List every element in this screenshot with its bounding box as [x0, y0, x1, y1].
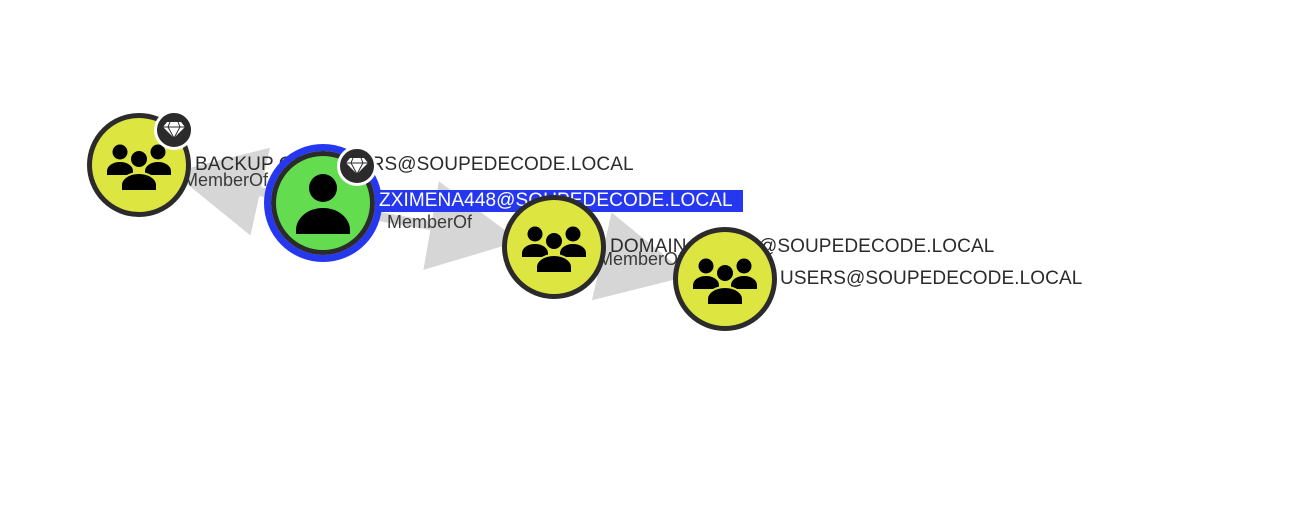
edge-label: MemberOf	[598, 249, 684, 269]
group-icon	[522, 226, 586, 273]
node-label: DOMAIN USERS@SOUPEDECODE.LOCAL	[610, 236, 995, 257]
edge-user-domain-users	[375, 181, 520, 270]
diamond-icon	[163, 121, 185, 139]
edge-domain-users-users	[591, 212, 690, 301]
node-label: USERS@SOUPEDECODE.LOCAL	[780, 268, 1083, 289]
edge-label: MemberOf	[183, 170, 269, 190]
group-node-users[interactable]	[673, 227, 777, 331]
user-icon	[296, 174, 350, 234]
edge-label: MemberOf	[387, 212, 473, 232]
high-value-badge	[337, 146, 377, 186]
diamond-icon	[346, 157, 368, 175]
group-icon	[693, 258, 757, 305]
high-value-badge	[154, 110, 194, 150]
group-node-domain-users[interactable]	[502, 195, 606, 299]
group-icon	[107, 144, 171, 191]
node-label: BACKUP OPERATORS@SOUPEDECODE.LOCAL	[195, 154, 634, 175]
